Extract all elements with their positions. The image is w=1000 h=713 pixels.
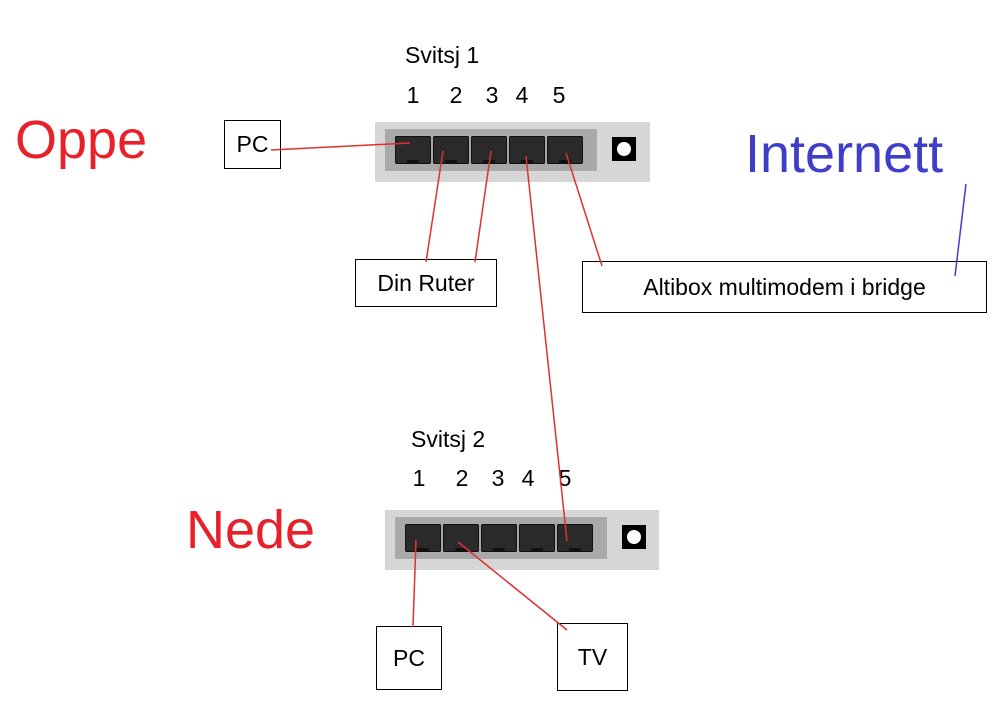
switch-2-port-3 — [481, 524, 517, 552]
device-pc-downstairs: PC — [376, 626, 442, 690]
switch-1-port-2 — [433, 136, 469, 164]
internet-label: Internett — [745, 124, 944, 184]
device-modem: Altibox multimodem i bridge — [582, 261, 987, 313]
switch-2-port-5 — [557, 524, 593, 552]
switch-1-port-4 — [509, 136, 545, 164]
switch-1-port-3 — [471, 136, 507, 164]
switch-2-title: Svitsj 2 — [411, 426, 486, 452]
device-tv: TV — [557, 623, 628, 691]
switch-1-port-number: 5 — [552, 82, 566, 108]
device-pc-upstairs: PC — [224, 120, 281, 169]
switch-2-port-number: 4 — [521, 465, 535, 491]
switch-1 — [375, 122, 650, 182]
switch-1-title: Svitsj 1 — [405, 42, 480, 68]
switch-2-port-2 — [443, 524, 479, 552]
switch-1-power-icon — [612, 137, 636, 161]
switch-2 — [385, 510, 659, 570]
floor-label-upstairs: Oppe — [15, 110, 148, 170]
switch-2-port-number: 3 — [491, 465, 505, 491]
switch-2-port-number: 5 — [558, 465, 572, 491]
switch-1-port-5 — [547, 136, 583, 164]
switch-2-port-1 — [405, 524, 441, 552]
switch-1-port-number: 1 — [406, 82, 420, 108]
switch-2-port-4 — [519, 524, 555, 552]
switch-2-port-number: 1 — [412, 465, 426, 491]
switch-2-power-icon — [622, 525, 646, 549]
switch-1-port-1 — [395, 136, 431, 164]
switch-1-port-number: 2 — [449, 82, 463, 108]
switch-1-port-number: 4 — [515, 82, 529, 108]
device-router: Din Ruter — [355, 259, 497, 307]
switch-2-port-number: 2 — [455, 465, 469, 491]
floor-label-downstairs: Nede — [186, 500, 316, 560]
switch-1-port-number: 3 — [485, 82, 499, 108]
